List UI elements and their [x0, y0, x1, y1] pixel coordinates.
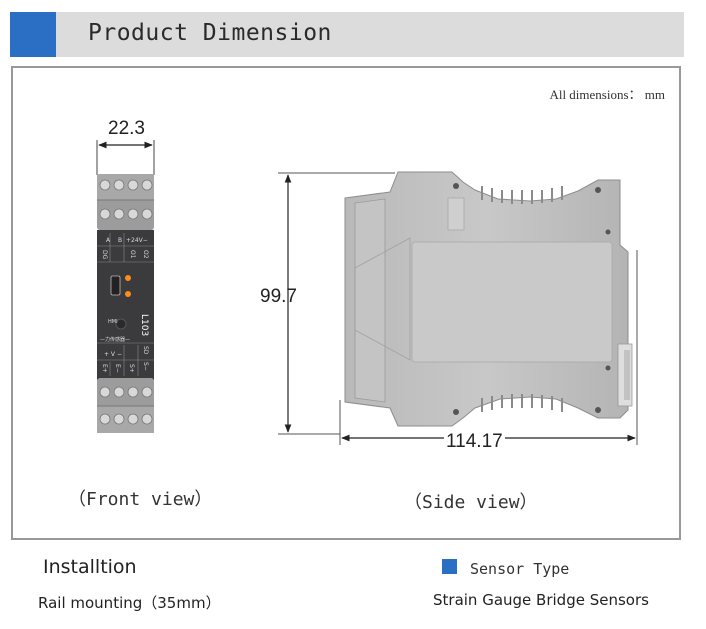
units-note: All dimensions： mm	[549, 87, 665, 102]
label-model: L103	[139, 314, 149, 336]
label-s-minus: S−	[142, 362, 149, 371]
label-o1: O1	[129, 250, 136, 259]
label-e-minus: E−	[114, 364, 121, 373]
label-s-plus: S+	[128, 364, 135, 373]
installation-title: Installtion	[43, 556, 137, 578]
front-view-device: A B +24V− HMI —力传感器— + V − DG O1 O2 E+ E…	[96, 140, 155, 433]
front-width-label: 22.3	[108, 118, 145, 139]
label-sd: SD	[142, 346, 149, 355]
label-b: B	[118, 237, 122, 244]
side-view-device	[278, 171, 638, 445]
label-v: + V −	[104, 351, 122, 358]
side-view-caption: （Side view）	[404, 492, 538, 513]
side-depth-label: 114.17	[444, 431, 505, 453]
page-title: Product Dimension	[88, 20, 332, 46]
label-o2: O2	[142, 250, 149, 259]
label-sensor-text: —力传感器—	[100, 336, 130, 343]
sensor-type-value: Strain Gauge Bridge Sensors	[433, 591, 649, 609]
header-accent-square	[10, 12, 56, 57]
header-bar	[10, 12, 684, 57]
label-dg: DG	[101, 250, 108, 260]
label-hmi: HMI	[108, 319, 118, 325]
label-a: A	[106, 237, 111, 244]
label-e-plus: E+	[101, 364, 108, 373]
side-height-label: 99.7	[260, 286, 297, 307]
front-view-caption: （Front view）	[68, 489, 213, 510]
label-24v: +24V−	[126, 237, 148, 244]
sensor-type-accent-square	[442, 559, 457, 574]
installation-value: Rail mounting（35mm）	[38, 594, 221, 612]
sensor-type-title: Sensor Type	[470, 560, 570, 578]
